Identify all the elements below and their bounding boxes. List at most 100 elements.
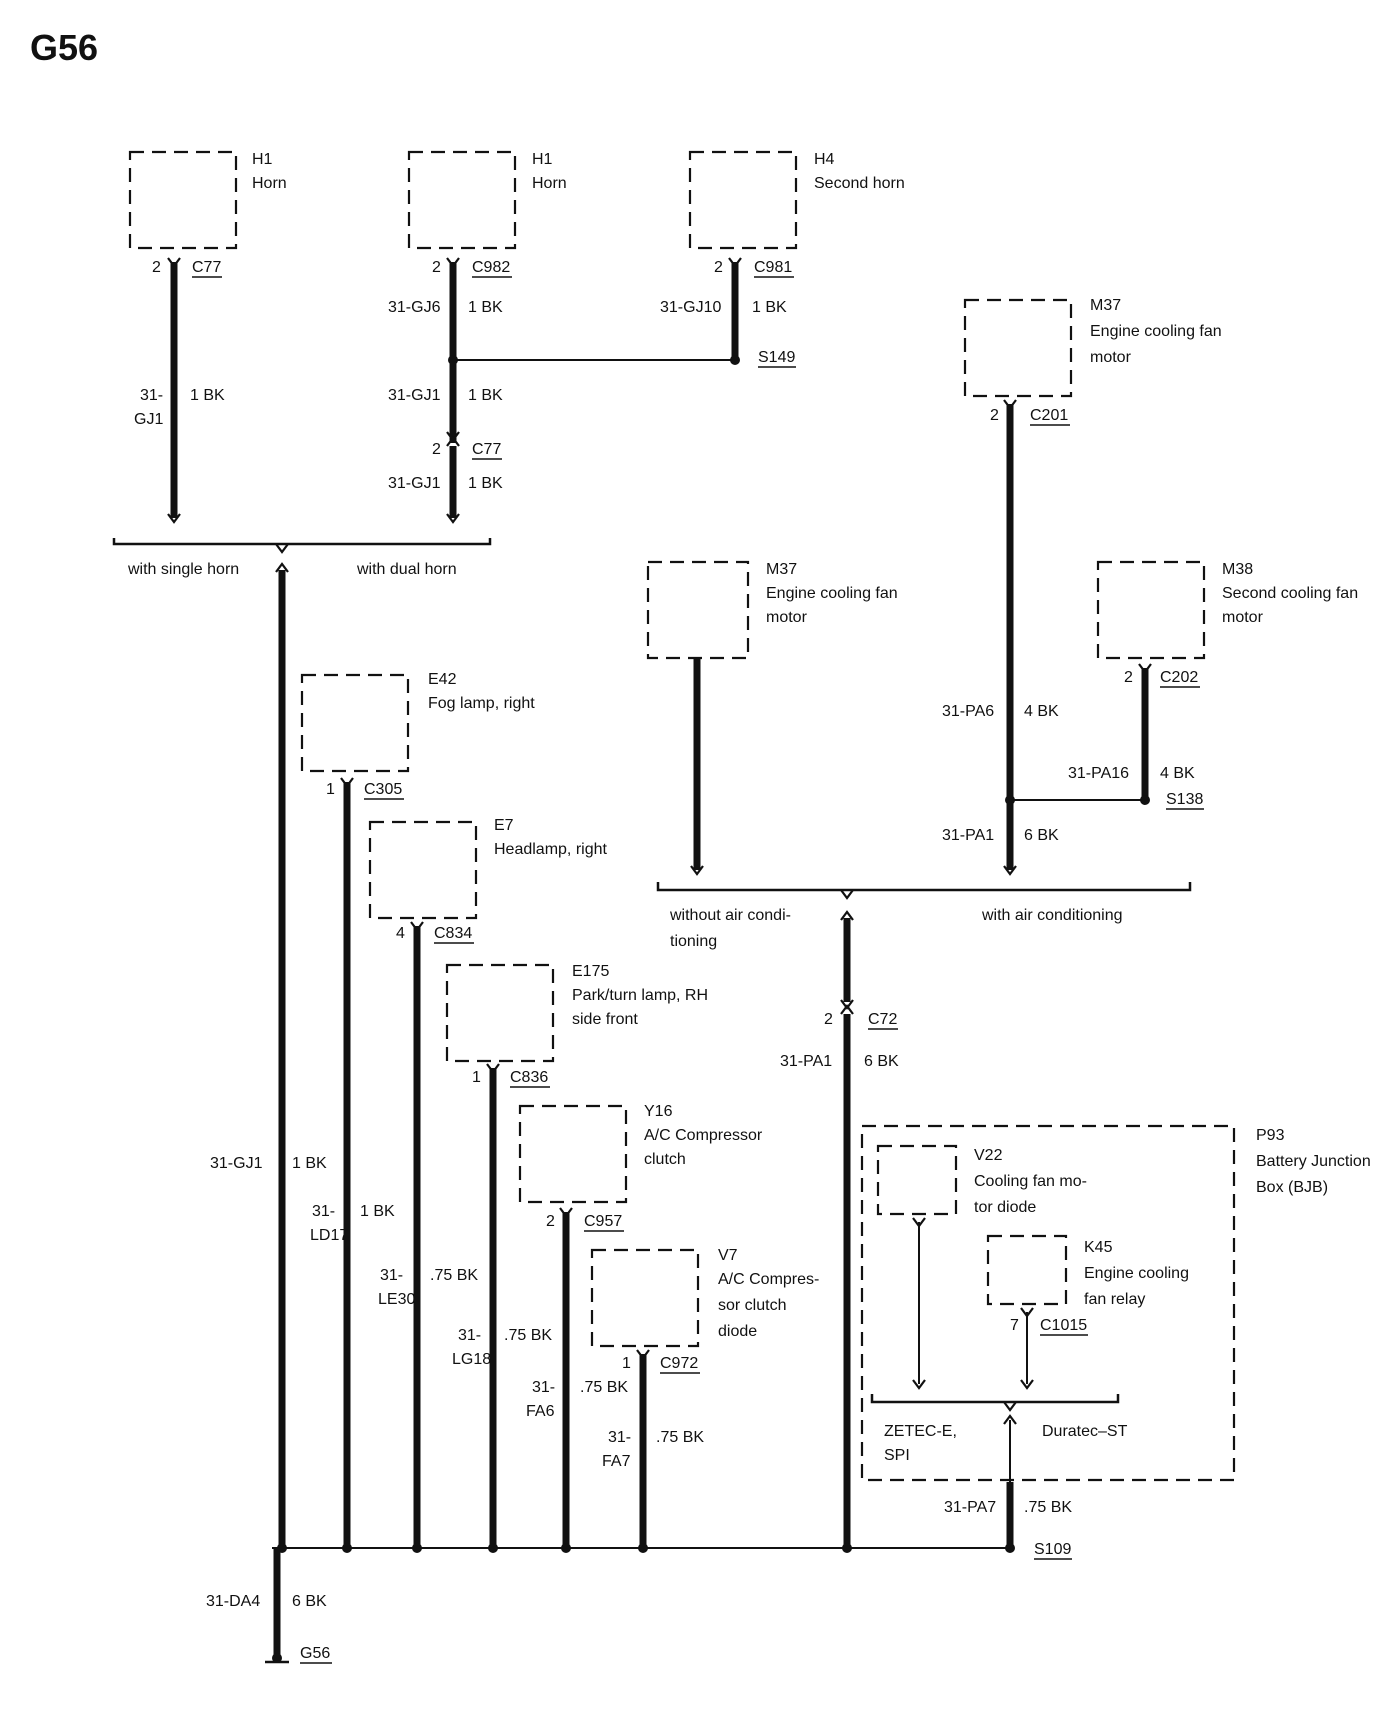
component-e175-park-turn-lamp [445, 963, 555, 1063]
component-m37-no-ac [646, 560, 750, 660]
h1-dual-pin: 2 [432, 259, 441, 276]
s109-label: S109 [1034, 1541, 1071, 1558]
c981-label: C981 [754, 259, 792, 276]
wire-end-symbol [167, 513, 181, 524]
pa1-lower-gauge: 6 BK [864, 1053, 899, 1070]
m37-noac-name-2: motor [766, 609, 808, 626]
component-e42-fog-lamp [300, 673, 410, 773]
p93-name-1: Battery Junction [1256, 1153, 1371, 1170]
option-dual-horn: with dual horn [356, 561, 457, 578]
c201-label: C201 [1030, 407, 1068, 424]
k45-name-2: fan relay [1084, 1291, 1145, 1308]
component-p93-battery-junction-box [860, 1124, 1236, 1482]
m37-ac-name-2: motor [1090, 349, 1132, 366]
gj1-upper-gauge: 1 BK [468, 387, 503, 404]
splice-dot [412, 1543, 422, 1553]
m38-name-1: Second cooling fan [1222, 585, 1358, 602]
single-horn-gauge: 1 BK [190, 387, 225, 404]
connector-symbol [840, 1004, 854, 1015]
ac-option-bracket [656, 882, 1192, 892]
engine-option-bracket [870, 1394, 1120, 1404]
option-single-horn: with single horn [127, 561, 239, 578]
da4-gauge: 6 BK [292, 1593, 327, 1610]
gj1-main-gauge: 1 BK [292, 1155, 327, 1172]
p93-id: P93 [1256, 1127, 1285, 1144]
connector-symbol [275, 562, 289, 573]
m38-name-2: motor [1222, 609, 1264, 626]
option-no-ac-2: tioning [670, 933, 717, 950]
pa1-lower-circuit: 31-PA1 [780, 1053, 832, 1070]
fa7-circuit-1: 31- [608, 1429, 631, 1446]
component-v7-ac-compressor-clutch-diode [590, 1248, 700, 1348]
option-zetec-2: SPI [884, 1447, 910, 1464]
y16-pin: 2 [546, 1213, 555, 1230]
h1-single-name: Horn [252, 175, 287, 192]
gj1-upper-circuit: 31-GJ1 [388, 387, 441, 404]
c77-dual-label: C77 [472, 441, 501, 458]
c957-label: C957 [584, 1213, 622, 1230]
e42-id: E42 [428, 671, 457, 688]
fa6-circuit-2: FA6 [526, 1403, 555, 1420]
pa6-circuit: 31-PA6 [942, 703, 994, 720]
c834-label: C834 [434, 925, 472, 942]
c202-label: C202 [1160, 669, 1198, 686]
splice-dot [1005, 795, 1015, 805]
splice-dot [342, 1543, 352, 1553]
horn-option-bracket [112, 538, 492, 546]
m37-ac-pin: 2 [990, 407, 999, 424]
k45-id: K45 [1084, 1239, 1113, 1256]
e42-pin: 1 [326, 781, 335, 798]
m37-noac-id: M37 [766, 561, 797, 578]
v22-name-1: Cooling fan mo- [974, 1173, 1087, 1190]
c836-label: C836 [510, 1069, 548, 1086]
component-m38-second-cooling-fan [1096, 560, 1206, 660]
v7-pin: 1 [622, 1355, 631, 1372]
m38-id: M38 [1222, 561, 1253, 578]
h1-single-pin: 2 [152, 259, 161, 276]
gj6-gauge: 1 BK [468, 299, 503, 316]
connector-symbol [840, 910, 854, 921]
ground-dot [272, 1653, 282, 1663]
lg18-circuit-1: 31- [458, 1327, 481, 1344]
p93-name-2: Box (BJB) [1256, 1179, 1328, 1196]
v22-id: V22 [974, 1147, 1003, 1164]
m38-pin: 2 [1124, 669, 1133, 686]
pa7-gauge: .75 BK [1024, 1499, 1072, 1516]
gj6-circuit: 31-GJ6 [388, 299, 441, 316]
component-y16-ac-compressor-clutch [518, 1104, 628, 1204]
c77-dual-pin: 2 [432, 441, 441, 458]
splice-dot [842, 1543, 852, 1553]
c982-label: C982 [472, 259, 510, 276]
wire-end-symbol [446, 513, 460, 524]
s149-label: S149 [758, 349, 795, 366]
v7-name-2: sor clutch [718, 1297, 786, 1314]
component-h4-second-horn [688, 150, 798, 250]
e7-pin: 4 [396, 925, 405, 942]
m37-noac-name-1: Engine cooling fan [766, 585, 898, 602]
bracket-tick [1003, 1401, 1017, 1412]
splice-s138-dot [1140, 795, 1150, 805]
m37-ac-id: M37 [1090, 297, 1121, 314]
wire-end-symbol [1003, 865, 1017, 876]
e7-name: Headlamp, right [494, 841, 608, 858]
component-m37-with-ac [963, 298, 1073, 398]
y16-name-2: clutch [644, 1151, 686, 1168]
v22-name-2: tor diode [974, 1199, 1036, 1216]
le30-circuit-2: LE30 [378, 1291, 415, 1308]
le30-gauge: .75 BK [430, 1267, 478, 1284]
single-horn-circuit-2: GJ1 [134, 411, 163, 428]
fa6-gauge: .75 BK [580, 1379, 628, 1396]
component-h1-dual-horn [407, 150, 517, 250]
lg18-gauge: .75 BK [504, 1327, 552, 1344]
c972-label: C972 [660, 1355, 698, 1372]
splice-dot [488, 1543, 498, 1553]
c305-label: C305 [364, 781, 402, 798]
e175-id: E175 [572, 963, 609, 980]
option-no-ac-1: without air condi- [669, 907, 791, 924]
splice-s109-dot [1005, 1543, 1015, 1553]
gj1-lower-gauge: 1 BK [468, 475, 503, 492]
ground-g56-label: G56 [300, 1645, 330, 1662]
component-h1-single-horn [128, 150, 238, 250]
v7-name-3: diode [718, 1323, 757, 1340]
da4-circuit: 31-DA4 [206, 1593, 260, 1610]
